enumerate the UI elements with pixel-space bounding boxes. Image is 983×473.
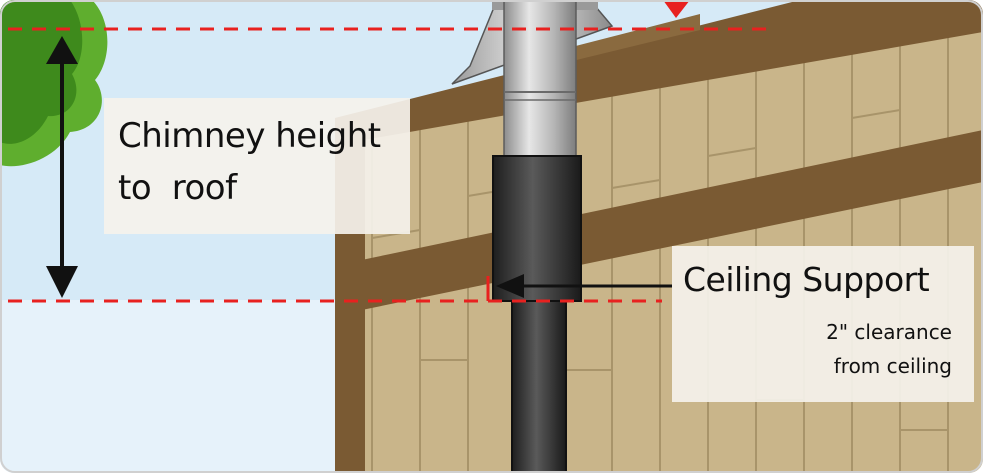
chimney-height-label-line2: to roof — [118, 168, 237, 208]
height-double-arrow-icon — [46, 36, 78, 298]
ceiling-support-label: Ceiling Support — [683, 260, 930, 299]
stove-pipe — [511, 300, 567, 473]
chimney-height-label-line1: Chimney height — [118, 116, 381, 156]
steel-chimney-pipe — [503, 0, 577, 161]
clearance-note-line2: from ceiling — [833, 354, 952, 378]
chimney-height-label-box — [104, 98, 410, 234]
ceiling-support-label-box — [672, 246, 974, 402]
roof-fascia — [335, 0, 983, 142]
ceiling-support-box — [492, 155, 582, 302]
roof-surface — [560, 14, 700, 64]
ceiling-support-arrow-icon — [496, 274, 672, 298]
siding-joints — [371, 109, 948, 431]
roof-marker-icon — [663, 0, 690, 18]
clearance-note-line1: 2" clearance — [826, 320, 952, 344]
